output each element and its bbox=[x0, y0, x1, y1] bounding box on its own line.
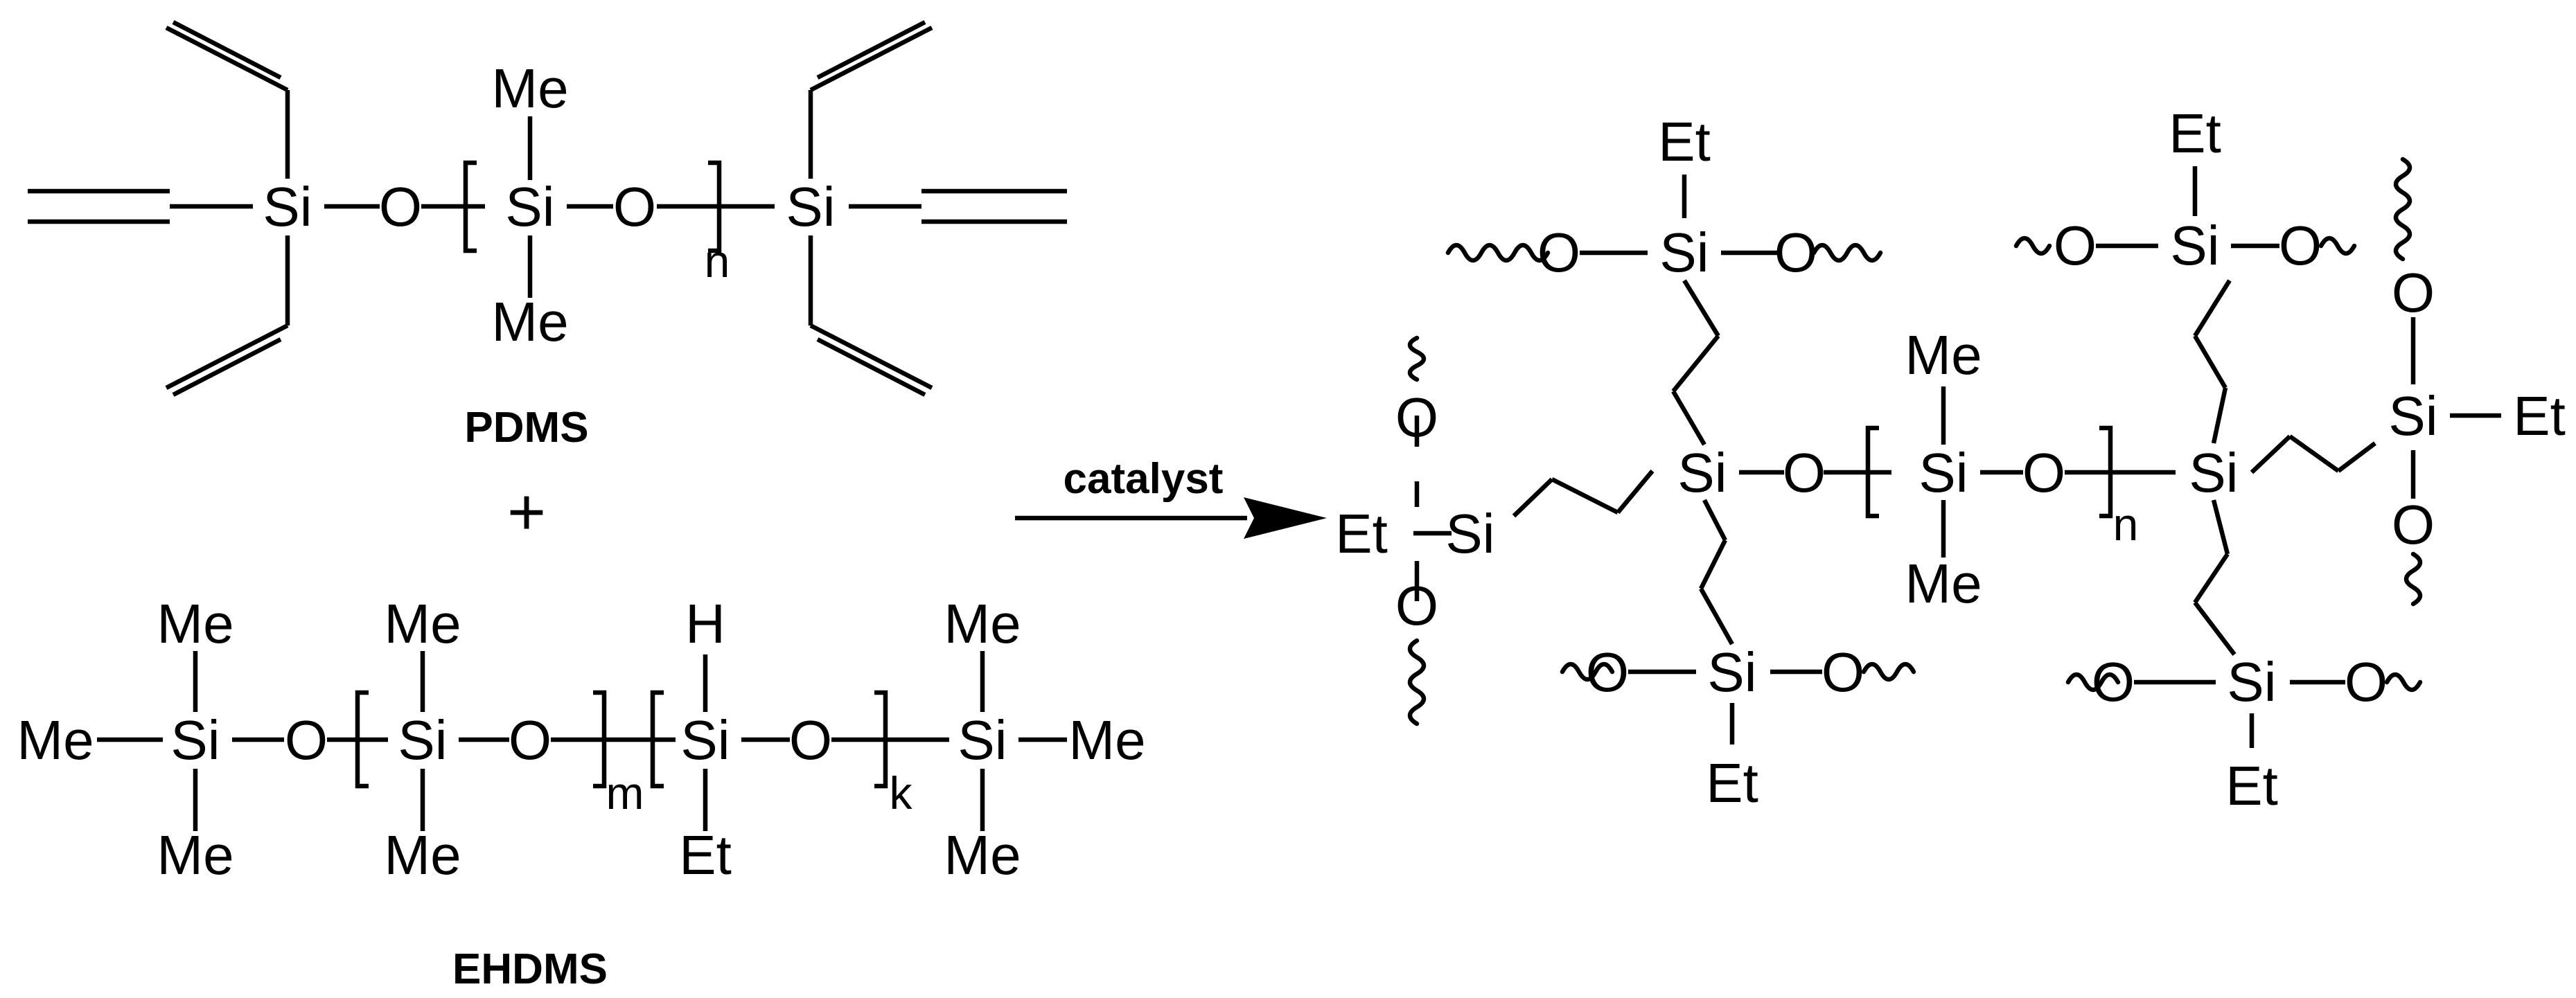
product-si-1: Si bbox=[1659, 222, 1709, 283]
pdms-si-repeat: Si bbox=[505, 176, 554, 238]
ehdms-et-bottom: Et bbox=[679, 824, 732, 886]
product-o-5: O bbox=[1783, 442, 1826, 504]
ehdms-si-4: Si bbox=[958, 709, 1007, 771]
pdms-o-1: O bbox=[379, 176, 422, 238]
product-si-4: Si bbox=[2189, 442, 2238, 504]
product-et-2: Et bbox=[1335, 503, 1388, 564]
product-o-11: O bbox=[2392, 262, 2435, 323]
product-et-6: Et bbox=[2225, 755, 2278, 817]
product-me-bottom: Me bbox=[1905, 553, 1982, 614]
ehdms-subscript-k: k bbox=[890, 767, 913, 819]
ehdms-me-4-top: Me bbox=[944, 593, 1021, 654]
ehdms-me-2-bottom: Me bbox=[384, 824, 461, 886]
ehdms-subscript-m: m bbox=[606, 767, 644, 819]
pdms-o-2: O bbox=[613, 176, 656, 238]
ehdms-me-4-bottom: Me bbox=[944, 824, 1021, 886]
ehdms-h-top: H bbox=[685, 593, 725, 654]
product-o-7: O bbox=[1586, 641, 1629, 703]
ehdms-me-1-top: Me bbox=[157, 593, 233, 654]
product-si-8: Si bbox=[2227, 651, 2276, 713]
plus-sign: + bbox=[507, 475, 546, 549]
reaction-arrow: catalyst bbox=[1015, 455, 1327, 539]
ehdms-me-left: Me bbox=[17, 709, 94, 771]
product-et-1: Et bbox=[1658, 111, 1711, 172]
product-et-3: Et bbox=[1706, 752, 1758, 814]
product-o-2: O bbox=[1774, 222, 1817, 283]
pdms-si-right: Si bbox=[786, 176, 835, 238]
product-network: Et O Si O O Et Si O Si O Me Si Me O n Si… bbox=[1335, 103, 2566, 817]
ehdms-me-1-bottom: Me bbox=[157, 824, 233, 886]
ehdms-si-2: Si bbox=[398, 709, 447, 771]
product-o-1: O bbox=[1537, 222, 1580, 283]
ehdms-o-2: O bbox=[509, 709, 552, 771]
product-o-6: O bbox=[2022, 442, 2065, 504]
product-si-repeat: Si bbox=[1918, 442, 1968, 504]
pdms-subscript-n: n bbox=[705, 235, 730, 287]
ehdms-si-3: Si bbox=[680, 709, 730, 771]
ehdms-o-1: O bbox=[285, 709, 328, 771]
product-si-3: Si bbox=[1677, 442, 1727, 504]
pdms-si-left: Si bbox=[263, 176, 312, 238]
product-o-9: O bbox=[2054, 215, 2097, 276]
product-et-4: Et bbox=[2169, 103, 2221, 164]
product-o-10: O bbox=[2279, 215, 2322, 276]
product-si-5: Si bbox=[1707, 641, 1756, 703]
product-si-6: Si bbox=[2170, 215, 2219, 276]
pdms-me-bottom: Me bbox=[491, 291, 568, 353]
ehdms-structure: Me Si Me Me O Si Me Me O m Si H Et O k S… bbox=[17, 593, 1145, 993]
product-o-13: O bbox=[2092, 651, 2135, 713]
pdms-structure: Si O Si Me Me O n Si PDMS bbox=[28, 20, 1067, 452]
ehdms-me-right: Me bbox=[1068, 709, 1145, 771]
product-o-14: O bbox=[2345, 651, 2388, 713]
ehdms-si-1: Si bbox=[170, 709, 220, 771]
ehdms-label: EHDMS bbox=[452, 945, 608, 993]
pdms-label: PDMS bbox=[464, 404, 588, 452]
arrow-catalyst-label: catalyst bbox=[1064, 455, 1224, 503]
product-o-12: O bbox=[2392, 494, 2435, 555]
product-et-5: Et bbox=[2513, 385, 2566, 447]
ehdms-me-2-top: Me bbox=[384, 593, 461, 654]
product-o-3: O bbox=[1395, 386, 1438, 448]
product-si-2: Si bbox=[1445, 503, 1494, 564]
product-subscript-n: n bbox=[2113, 499, 2139, 550]
product-me-top: Me bbox=[1905, 324, 1982, 386]
ehdms-o-3: O bbox=[789, 709, 832, 771]
product-o-4: O bbox=[1395, 575, 1438, 636]
pdms-me-top: Me bbox=[491, 57, 568, 119]
product-si-7: Si bbox=[2388, 385, 2437, 447]
product-o-8: O bbox=[1821, 641, 1864, 703]
